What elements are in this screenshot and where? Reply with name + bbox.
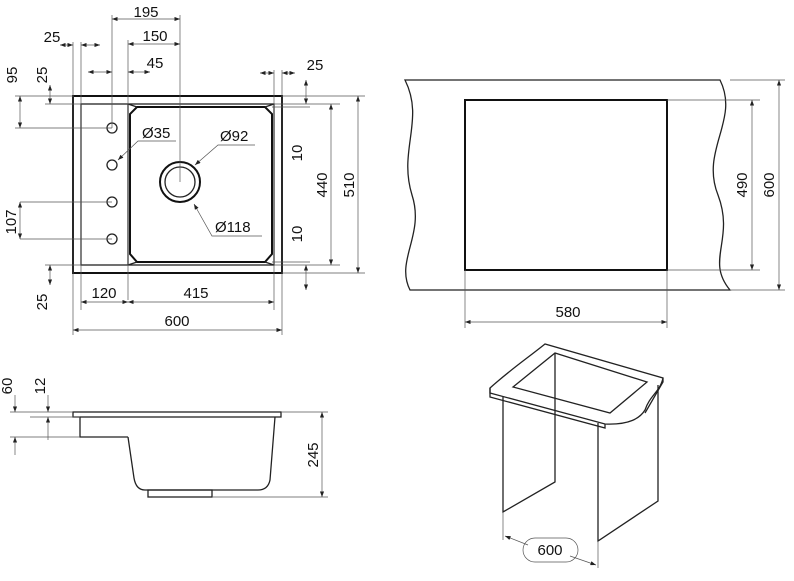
- dim-25-right-top: 25: [307, 57, 324, 74]
- dim-25-left-top: 25: [44, 29, 61, 46]
- dim-600-height: 600: [761, 172, 778, 197]
- dim-490: 490: [734, 172, 751, 197]
- iso-right-panel: [597, 385, 659, 543]
- iso-left-panel: [502, 353, 556, 514]
- side-view: 60 12 245: [0, 378, 328, 498]
- dim-150: 150: [142, 28, 167, 45]
- dim-580: 580: [555, 304, 580, 321]
- callout-drain-outer: Ø118: [215, 219, 251, 236]
- dim-600-iso: 600: [537, 542, 562, 559]
- dim-600: 600: [164, 313, 189, 330]
- dim-440: 440: [314, 172, 331, 197]
- dim-60: 60: [0, 378, 16, 395]
- sink-rim-profile: [72, 411, 282, 418]
- callout-tap-hole: Ø35: [142, 125, 170, 142]
- sink-outline: [72, 95, 283, 274]
- countertop-outline: [403, 79, 732, 291]
- dim-95: 95: [4, 67, 21, 84]
- dim-510: 510: [341, 172, 358, 197]
- dim-45: 45: [147, 55, 164, 72]
- iso-countertop: [489, 343, 664, 425]
- dim-415: 415: [183, 285, 208, 302]
- iso-cutout: [511, 352, 649, 414]
- drain-profile: [147, 489, 213, 498]
- dim-107: 107: [3, 209, 20, 234]
- dim-10-bottom: 10: [289, 226, 306, 243]
- dim-25-vert-bottom: 25: [34, 294, 51, 311]
- cutout-outline: [464, 99, 668, 271]
- dim-120: 120: [91, 285, 116, 302]
- dim-10-top: 10: [289, 145, 306, 162]
- dim-245: 245: [305, 442, 322, 467]
- dim-195: 195: [133, 4, 158, 21]
- tap-holes: [106, 122, 118, 245]
- dim-25-vert-top: 25: [34, 67, 51, 84]
- dim-12: 12: [32, 378, 49, 395]
- callout-drain-inner: Ø92: [220, 128, 248, 145]
- isometric-cabinet-view: 600: [489, 343, 664, 568]
- cabinet-top-view: 580 490 600: [403, 79, 785, 328]
- plan-view: 195 150 45 25 25 95 25 107 25 10 10 440 …: [3, 4, 365, 335]
- bowl-profile: [79, 416, 276, 491]
